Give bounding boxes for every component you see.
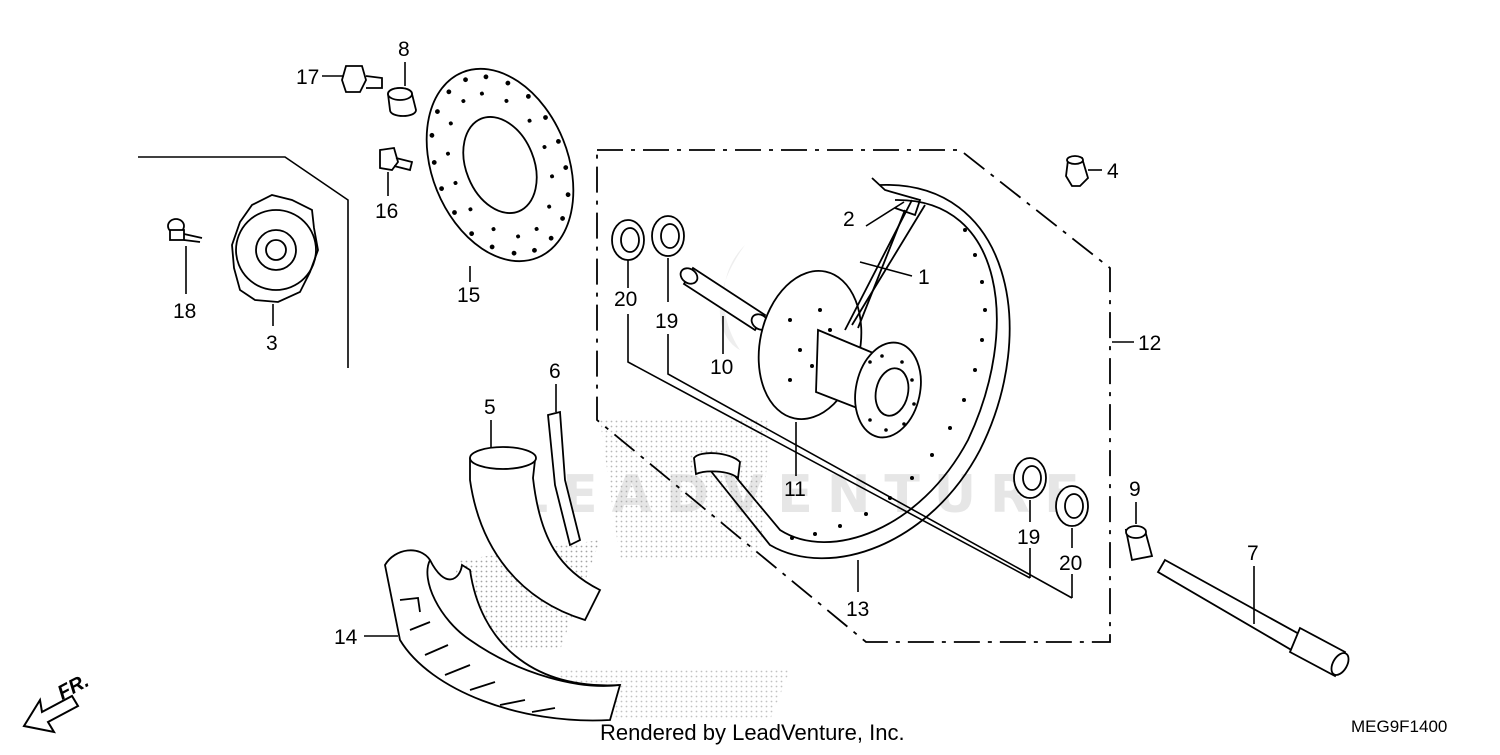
part-8-collar bbox=[387, 87, 417, 117]
callout-11: 11 bbox=[784, 478, 806, 501]
part-11-hub bbox=[757, 270, 922, 439]
callout-6: 6 bbox=[549, 360, 561, 383]
callout-15: 15 bbox=[457, 284, 480, 307]
callout-4: 4 bbox=[1107, 160, 1119, 183]
callout-13: 13 bbox=[846, 598, 869, 621]
callout-5: 5 bbox=[484, 396, 496, 419]
callout-20-left: 20 bbox=[614, 288, 637, 311]
part-20-bearing-right bbox=[1055, 485, 1089, 527]
part-17-bolt bbox=[341, 65, 383, 93]
part-18-bolt bbox=[167, 218, 203, 243]
callout-12: 12 bbox=[1138, 332, 1161, 355]
callout-14: 14 bbox=[334, 626, 358, 649]
callout-10: 10 bbox=[710, 356, 733, 379]
part-14-tire bbox=[384, 549, 622, 722]
part-9-side-collar bbox=[1124, 525, 1154, 562]
footer-credit: Rendered by LeadVenture, Inc. bbox=[600, 720, 905, 745]
direction-label: FR. bbox=[54, 670, 93, 705]
callout-18: 18 bbox=[173, 300, 196, 323]
part-19-seal-right bbox=[1013, 457, 1047, 499]
hub-bracket bbox=[138, 156, 349, 368]
callout-2: 2 bbox=[843, 208, 855, 231]
part-19-seal-left bbox=[651, 215, 685, 257]
callout-9: 9 bbox=[1129, 478, 1141, 501]
part-16-bolt bbox=[379, 146, 414, 172]
front-direction-indicator: FR. bbox=[22, 670, 93, 734]
part-1-2-spokes bbox=[844, 199, 926, 331]
callout-17: 17 bbox=[296, 66, 319, 89]
part-10-distance-collar bbox=[679, 266, 770, 332]
leader-lines bbox=[185, 62, 1255, 637]
part-6-rim-band bbox=[547, 410, 582, 547]
callout-19-left: 19 bbox=[655, 310, 678, 333]
callout-16: 16 bbox=[375, 200, 398, 223]
callout-19-right: 19 bbox=[1017, 526, 1040, 549]
diagram-code: MEG9F1400 bbox=[1351, 717, 1447, 736]
part-4-nipple bbox=[1065, 155, 1090, 187]
callout-3: 3 bbox=[266, 332, 278, 355]
part-7-axle bbox=[1156, 558, 1350, 678]
wheel-assembly-boundary bbox=[596, 149, 1111, 643]
part-3-hub-ring bbox=[231, 194, 319, 303]
callout-7: 7 bbox=[1247, 542, 1259, 565]
part-20-bearing-left bbox=[611, 219, 645, 261]
callouts: 17 8 16 18 3 15 4 2 1 12 20 19 10 11 19 … bbox=[173, 38, 1259, 649]
part-5-tube bbox=[469, 446, 602, 622]
callout-8: 8 bbox=[398, 38, 410, 61]
callout-1: 1 bbox=[918, 266, 930, 289]
part-15-brake-disc bbox=[425, 67, 575, 263]
callout-20-right: 20 bbox=[1059, 552, 1082, 575]
